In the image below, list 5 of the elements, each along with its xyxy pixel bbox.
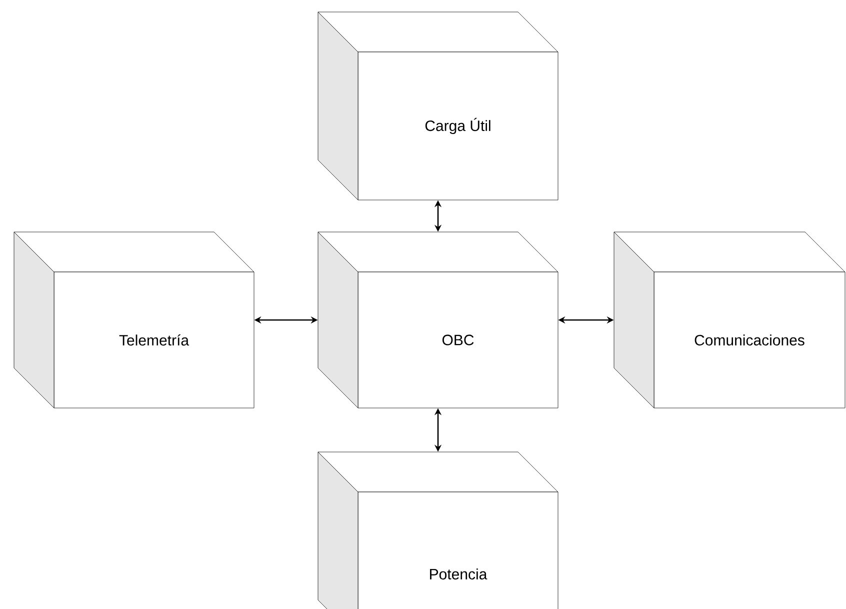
cube-box: OBC (318, 232, 558, 408)
cube-box: Carga Útil (318, 12, 558, 200)
cube-box: Potencia (318, 452, 558, 609)
cube-box: Telemetría (14, 232, 254, 408)
cube-box: Comunicaciones (614, 232, 846, 408)
